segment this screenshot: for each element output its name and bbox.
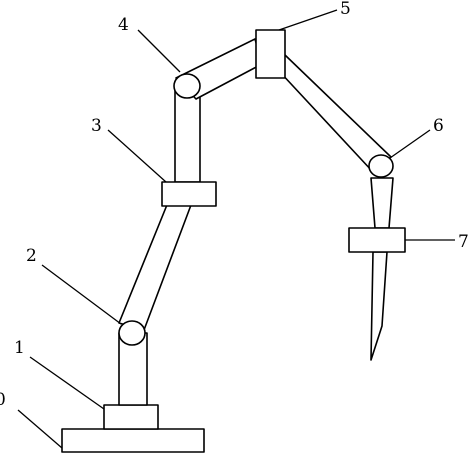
leader-line-5 (278, 9, 338, 31)
label-3: 3 (91, 116, 102, 136)
label-0: 0 (0, 390, 6, 410)
leader-line-2 (41, 264, 122, 325)
tool-tip (370, 251, 388, 361)
label-2: 2 (26, 246, 37, 266)
leader-line-1 (29, 356, 105, 410)
tool-collar (348, 227, 406, 253)
shoulder-block (161, 181, 217, 207)
leader-line-4 (137, 29, 181, 73)
wrist-joint (368, 154, 394, 178)
tool-shaft (370, 177, 394, 229)
label-5: 5 (340, 0, 351, 19)
label-4: 4 (118, 15, 129, 35)
label-6: 6 (433, 116, 444, 136)
leader-line-6 (389, 129, 431, 159)
leader-line-3 (107, 129, 167, 183)
label-1: 1 (14, 338, 25, 358)
top-block (255, 29, 286, 79)
upper-column (174, 88, 201, 183)
base-plate (61, 428, 205, 453)
shoulder-joint (118, 320, 146, 346)
label-7: 7 (458, 232, 469, 252)
base-block (103, 404, 159, 430)
elbow-joint (173, 73, 201, 99)
forearm-link (278, 54, 392, 173)
leader-line-0 (17, 409, 63, 449)
upper-arm-link (118, 194, 192, 331)
